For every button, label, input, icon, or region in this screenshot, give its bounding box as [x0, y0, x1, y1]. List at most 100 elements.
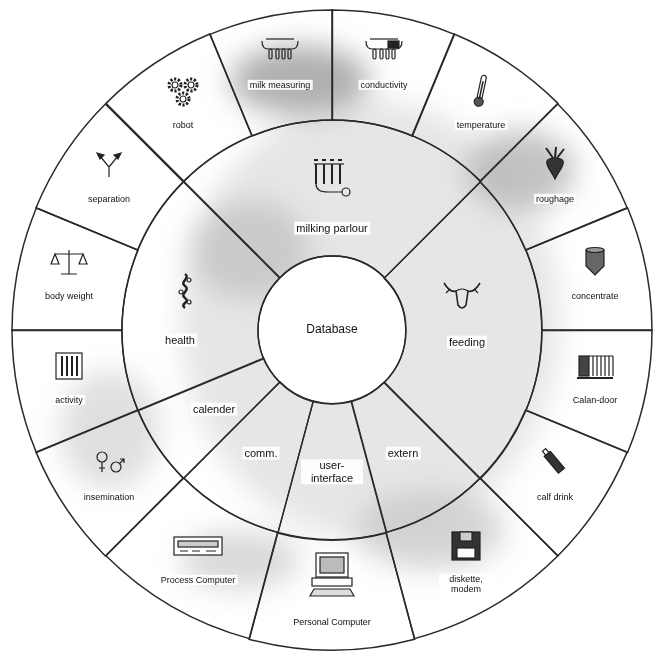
segment-outline — [36, 104, 183, 250]
milk-meter-icon-part — [269, 49, 272, 59]
gears-icon-part — [188, 82, 194, 88]
ring-segment: milking parlour — [184, 120, 481, 278]
segment-outline — [332, 10, 454, 136]
gears-icon-part — [172, 82, 178, 88]
circle-outline — [258, 256, 406, 404]
sector-outline — [332, 10, 454, 136]
diskette-icon-part — [460, 532, 472, 541]
scale-icon — [51, 250, 87, 274]
milk-meter-icon-part — [266, 38, 294, 39]
process-computer-icon-part — [178, 541, 218, 547]
computer-icon-part — [316, 553, 348, 577]
ring-segment: insemination — [36, 410, 183, 556]
segment-outline — [210, 10, 332, 136]
segment-label: comm. — [242, 447, 279, 460]
spine-icon-part — [183, 274, 186, 308]
thermometer-icon-part — [477, 75, 487, 100]
sector-outline — [480, 410, 627, 556]
conductivity-icon — [366, 39, 402, 59]
cow-head-icon-part — [456, 289, 468, 291]
diskette-icon-part — [457, 548, 475, 558]
process-computer-icon-part — [174, 537, 222, 555]
segment-outline — [384, 182, 542, 479]
gender-symbols-icon-part — [99, 462, 105, 472]
segment-outline — [106, 34, 252, 181]
conductivity-icon-part — [373, 49, 376, 59]
segment-label: Personal Computer — [291, 617, 373, 627]
scale-icon-part — [51, 254, 87, 264]
milking-cluster-icon-part — [314, 159, 342, 161]
activity-meter-icon-part — [56, 353, 82, 379]
gender-symbols-icon-part — [120, 459, 125, 464]
database-circle: Database — [258, 256, 406, 404]
gender-symbols-icon — [97, 452, 124, 472]
conductivity-icon-part — [386, 49, 389, 59]
activity-meter-icon — [56, 353, 82, 379]
beet-icon-part — [546, 147, 564, 158]
thermometer-icon-part — [473, 96, 484, 107]
segment-label: extern — [386, 447, 421, 460]
computer-icon-part — [312, 578, 352, 586]
ring-segment: calender — [138, 358, 280, 478]
gears-icon-part — [177, 93, 189, 105]
segment-outline — [480, 104, 627, 250]
segment-outline — [122, 182, 280, 411]
milk-meter-icon — [262, 39, 298, 59]
sector-outline — [351, 382, 480, 533]
ring-segment: Calan-door — [526, 330, 652, 452]
gender-symbols-icon-part — [97, 452, 107, 462]
computer-icon-part — [320, 557, 344, 573]
ring-segment: conductivity — [332, 10, 454, 136]
sector-outline — [249, 533, 415, 650]
scale-icon-part — [55, 250, 83, 274]
conductivity-icon-part — [366, 41, 402, 49]
ring-segment: body weight — [12, 208, 138, 330]
process-computer-icon-part — [180, 550, 216, 551]
segment-outline — [249, 533, 415, 650]
ring-segment: extern — [351, 382, 480, 533]
segment-outline — [12, 330, 138, 452]
bottle-icon — [541, 447, 564, 473]
segment-label: activity — [53, 395, 85, 405]
diskette-icon-part — [452, 532, 480, 560]
sector-outline — [526, 208, 652, 330]
silo-icon-part — [586, 248, 604, 253]
conductivity-icon-part — [380, 49, 383, 59]
sector-outline — [210, 10, 332, 136]
milk-meter-icon-part — [282, 49, 285, 59]
sector-outline — [106, 478, 278, 639]
segment-label: diskette, modem — [439, 574, 493, 595]
sector-outline — [384, 182, 542, 479]
cow-head-icon-part — [446, 289, 478, 293]
bottle-icon-part — [543, 449, 549, 455]
milking-cluster-icon-part — [316, 184, 342, 192]
segment-outline — [106, 478, 278, 639]
calan-door-icon-part — [579, 356, 589, 376]
gears-icon-part — [169, 79, 181, 91]
ring-segment: activity — [12, 330, 138, 452]
milk-meter-icon-part — [262, 41, 298, 49]
cow-head-icon-part — [444, 283, 480, 308]
segment-label: calender — [191, 403, 237, 416]
conductivity-icon-part — [388, 41, 399, 48]
ring-segment: concentrate — [526, 208, 652, 330]
separation-icon — [97, 153, 121, 177]
diskette-icon — [452, 532, 480, 560]
conductivity-icon-part — [370, 38, 398, 39]
beet-icon-part — [547, 158, 564, 179]
sector-outline — [138, 358, 280, 478]
ring-segment: robot — [106, 34, 252, 181]
segment-outline — [386, 478, 558, 639]
sector-outline — [526, 330, 652, 452]
sector-outline — [386, 478, 558, 639]
activity-meter-icon-part — [62, 356, 77, 376]
segment-label: milk measuring — [248, 80, 313, 90]
calan-door-icon-part — [589, 356, 613, 376]
sector-outline — [12, 208, 138, 330]
gears-icon-part — [185, 79, 197, 91]
segment-label: health — [163, 334, 197, 347]
segment-outline — [526, 208, 652, 330]
cow-head-icon — [444, 283, 480, 308]
gears-icon-part — [180, 96, 186, 102]
